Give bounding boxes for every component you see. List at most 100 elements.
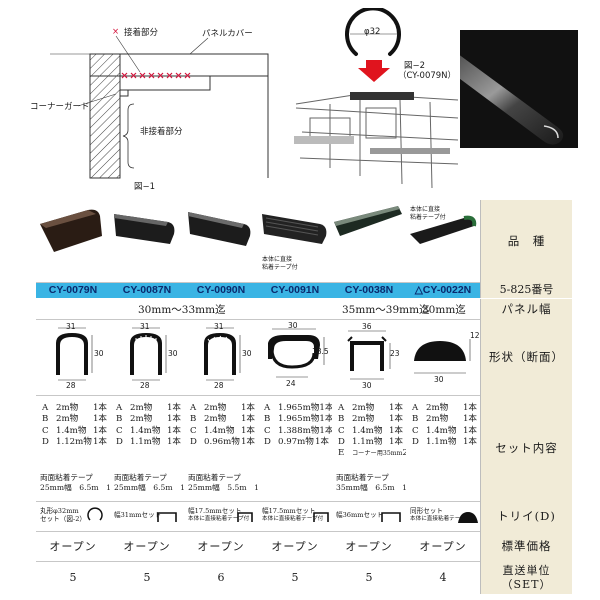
ring-tray-shape: [345, 6, 401, 56]
product-photo: [460, 30, 578, 148]
price-1: オープン: [49, 540, 97, 553]
divider: [36, 395, 480, 396]
cross-section-1: [56, 327, 93, 381]
shape-6-height: 12: [470, 331, 480, 340]
panel-width-range-2: 35mm〜39mm迄: [342, 304, 430, 316]
image-note-6: 本体に直接 粘着テープ付: [410, 206, 446, 221]
shape-5-height: 23: [390, 349, 400, 358]
shape-2-width: 31: [140, 322, 150, 331]
shape-2-base: 28: [140, 381, 150, 390]
unit-5: 5: [365, 571, 373, 584]
shape-3: 31 30 28: [184, 319, 258, 395]
product-image-2: [110, 200, 184, 282]
shape-3-height: 30: [242, 349, 252, 358]
label-set-contents: セット内容: [480, 395, 572, 501]
figure-2-drawing: [294, 6, 459, 189]
cross-section-4: [268, 328, 325, 378]
shape-5: 36 23 30: [332, 319, 406, 395]
tray-row: 丸形φ32mm セット（図-2） 幅31mmセット 幅17.5mmセット 本体に…: [36, 501, 572, 531]
image-note-4: 本体に直接 粘着テープ付: [262, 256, 298, 271]
cross-section-6: [414, 339, 471, 374]
label-tray: トリイ(D): [480, 501, 572, 531]
price-4: オープン: [271, 540, 319, 553]
tray-2: 幅31mmセット: [110, 501, 184, 531]
ring-tray-icon: [87, 507, 103, 521]
label-unit: 直送単位 （SET）: [480, 561, 572, 594]
product-table: 本体に直接 粘着テープ付 本体に直接 粘着テープ付 品 種 CY-0079N C…: [36, 200, 572, 594]
channel-tray-icon: [237, 512, 253, 522]
tray-4: 幅17.5mmセット 本体に直接粘着テープ付: [258, 501, 332, 531]
code-1: CY-0079N: [48, 284, 98, 296]
panel-width-range-1: 30mm〜33mm迄: [138, 304, 226, 316]
cross-section-3: [204, 327, 241, 381]
panel-cover-label: パネルカバー: [202, 29, 253, 39]
shape-4: 30 18.5 24: [258, 319, 332, 395]
price-3: オープン: [197, 540, 245, 553]
divider: [36, 282, 480, 283]
price-5: オープン: [345, 540, 393, 553]
unit-2: 5: [143, 571, 151, 584]
corner-guard-label: コーナーガード: [30, 102, 90, 112]
shape-4-height: 18.5: [312, 347, 329, 356]
shape-3-width: 31: [214, 322, 224, 331]
channel-tray-icon: [313, 512, 329, 522]
product-image-5: [332, 200, 406, 282]
cross-section-5: [347, 330, 391, 380]
figure-2-diagram: φ32 図−2 （CY-0079N）: [290, 6, 459, 194]
panel-width-row: 30mm〜33mm迄 35mm〜39mm迄 30mm迄 パネル幅: [36, 299, 572, 319]
shape-4-base: 24: [286, 379, 296, 388]
divider: [36, 501, 480, 502]
figure-2-caption: 図−2: [404, 61, 426, 71]
shape-3-base: 28: [214, 381, 224, 390]
price-2: オープン: [123, 540, 171, 553]
channel-tray-icon: [381, 512, 401, 522]
tape-note-2: 両面粘着テープ 25mm幅 6.5m 1本: [114, 473, 184, 492]
shape-4-width: 30: [288, 321, 298, 330]
shape-2: 31 30 28: [110, 319, 184, 395]
code-row: CY-0079N CY-0087N CY-0090N CY-0091N CY-0…: [36, 282, 572, 298]
panel-width-range-3: 30mm迄: [422, 304, 466, 316]
code-5: CY-0038N: [344, 284, 394, 296]
divider: [36, 531, 480, 532]
code-2: CY-0087N: [122, 284, 172, 296]
shape-1-base: 28: [66, 381, 76, 390]
shape-5-base: 30: [362, 381, 372, 390]
shape-5-width: 36: [362, 322, 372, 331]
shape-1-width: 31: [66, 322, 76, 331]
contact-x-marks: [121, 72, 191, 79]
product-image-3: [184, 200, 258, 282]
tray-1: 丸形φ32mm セット（図-2）: [36, 501, 110, 531]
product-images-row: 本体に直接 粘着テープ付 本体に直接 粘着テープ付 品 種: [36, 200, 572, 282]
unit-row: 5 5 6 5 5 4 直送単位 （SET）: [36, 561, 572, 594]
unit-3: 6: [217, 571, 225, 584]
divider: [36, 319, 480, 320]
dome-tray-icon: [458, 512, 478, 523]
shape-1: 31 30 28: [36, 319, 110, 395]
non-contact-label: 非接着部分: [140, 127, 183, 137]
